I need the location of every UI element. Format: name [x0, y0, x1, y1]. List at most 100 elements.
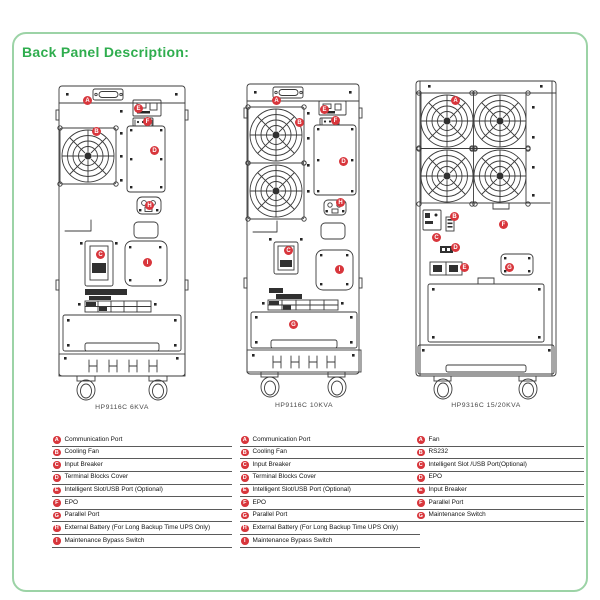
legend-badge: I — [53, 537, 61, 545]
legend-label: Maintenance Bypass Switch — [252, 536, 333, 544]
legend-label: Terminal Blocks Cover — [252, 473, 317, 481]
legend-label: EPO — [252, 498, 267, 506]
callout-b: B — [450, 212, 459, 221]
rear-panel-drawing-10kva: A E F B D H C I G — [243, 82, 365, 400]
legend-badge: E — [417, 486, 425, 495]
callout-h: H — [145, 201, 154, 210]
model-caption: HP9116C 6KVA — [95, 404, 149, 411]
callout-g: G — [505, 263, 514, 272]
callout-e: E — [320, 105, 329, 114]
callout-b: B — [295, 118, 304, 127]
legend-badge: C — [241, 461, 249, 469]
rear-panel-drawing-6kva: A E F B D H C I — [55, 84, 189, 402]
callout-d: D — [451, 243, 460, 252]
legend-badge: B — [417, 448, 425, 457]
legend-label: Cooling Fan — [252, 448, 287, 456]
legend-badge: A — [53, 436, 61, 444]
legend-badge: D — [417, 474, 425, 482]
legend-badge: B — [53, 448, 61, 457]
legend-label: Parallel Port — [64, 511, 100, 519]
legend-badge: A — [417, 436, 425, 444]
callout-b: B — [92, 127, 101, 136]
callout-i: I — [335, 265, 344, 274]
legend-badge: F — [417, 499, 425, 507]
legend-label: Intelligent Slot/USB Port (Optional) — [252, 486, 351, 494]
callout-e: E — [460, 263, 469, 272]
legend-label: Maintenance Bypass Switch — [64, 536, 145, 544]
model-caption: HP9116C 10KVA — [274, 402, 333, 409]
callout-a: A — [451, 96, 460, 105]
legend-label: Parallel Port — [428, 498, 464, 506]
legend-label: Input Breaker — [252, 460, 291, 468]
legend-label: Parallel Port — [252, 511, 288, 519]
ups-panel-6kva: A E F B D H C I HP9116C 6KVA — [55, 84, 189, 411]
legend-label: Terminal Blocks Cover — [64, 473, 129, 481]
legend-badge: F — [241, 499, 249, 507]
legend-label: RS232 — [428, 448, 449, 456]
legend-label: Intelligent Slot /USB Port(Optional) — [428, 460, 527, 468]
legend-badge: I — [241, 537, 249, 545]
legend-badge: F — [53, 499, 61, 507]
legend-label: Intelligent Slot/USB Port (Optional) — [64, 486, 163, 494]
legend-badge: A — [241, 436, 249, 444]
legend-badge: E — [53, 486, 61, 495]
callout-i: I — [143, 258, 152, 267]
legend-badge: G — [417, 511, 425, 520]
content-frame — [12, 32, 588, 592]
rear-panel-drawing-15-20kva: A B C F D E G — [408, 78, 564, 400]
legend-badge: G — [241, 511, 249, 520]
ups-panel-15-20kva: A B C F D E G HP9316C 15/20KVA — [408, 78, 564, 409]
callout-d: D — [339, 157, 348, 166]
legend-badge: H — [241, 524, 249, 533]
callout-a: A — [272, 96, 281, 105]
legend-label: External Battery (For Long Backup Time U… — [64, 523, 211, 531]
legend-label: Input Breaker — [64, 460, 103, 468]
callout-f: F — [331, 116, 340, 125]
legend-badge: B — [241, 448, 249, 457]
legend-badge: G — [53, 511, 61, 520]
legend-label: EPO — [428, 473, 443, 481]
legend-label: Communication Port — [252, 435, 311, 443]
legend-badge: C — [417, 461, 425, 469]
callout-f: F — [499, 220, 508, 229]
legend-badge: C — [53, 461, 61, 469]
callout-e: E — [134, 104, 143, 113]
ups-rear-illustration — [243, 83, 363, 398]
callout-f: F — [143, 117, 152, 126]
legend-label: Input Breaker — [428, 486, 467, 494]
page-title: Back Panel Description: — [22, 44, 190, 60]
ups-rear-illustration — [415, 80, 557, 400]
callout-d: D — [150, 146, 159, 155]
callout-h: H — [336, 198, 345, 207]
legend-badge: D — [241, 474, 249, 482]
callout-c: C — [432, 233, 441, 242]
legend-label: Cooling Fan — [64, 448, 99, 456]
legend-badge: H — [53, 524, 61, 533]
callout-c: C — [96, 250, 105, 259]
